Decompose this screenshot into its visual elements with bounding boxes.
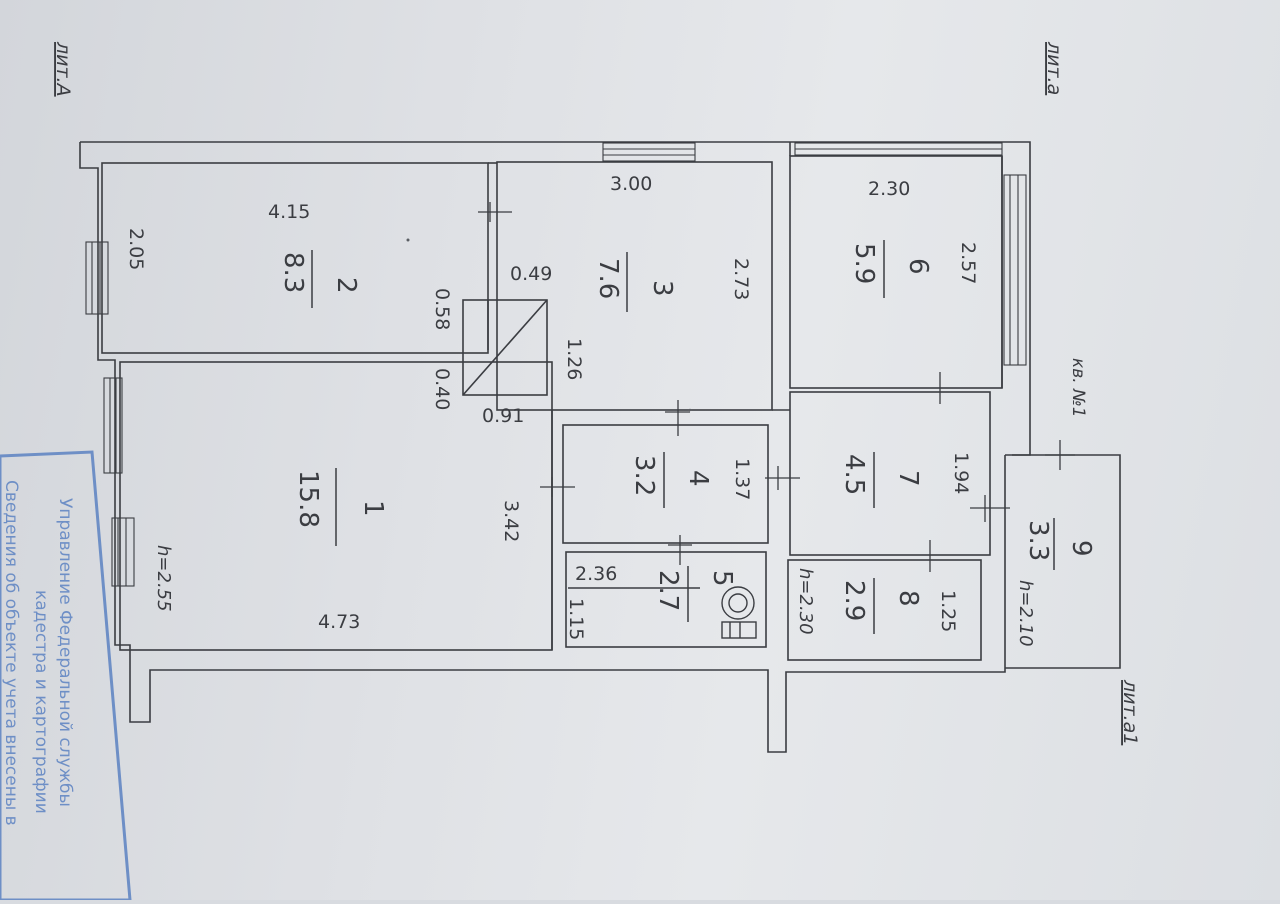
- dim-r6-width: 2.57: [957, 242, 979, 284]
- dim-closet-a: 0.49: [510, 263, 552, 285]
- height-room-8: h=2.30: [795, 568, 816, 635]
- room-7-area: 4.5: [839, 454, 869, 495]
- dim-closet-c: 0.40: [431, 368, 453, 410]
- room-2-number: 2: [331, 277, 361, 294]
- room-8-number: 8: [893, 590, 923, 607]
- registry-stamp: Управление Федеральной службы кадестра и…: [0, 450, 132, 902]
- dim-r1-width: 3.42: [500, 500, 522, 542]
- dim-r3-inner: 1.26: [563, 338, 585, 380]
- room-6-number: 6: [903, 258, 933, 275]
- stamp-line-2: кадестра и картографии: [31, 590, 51, 814]
- closet: [462, 299, 548, 396]
- dim-closet-d: 0.91: [482, 405, 524, 427]
- dim-r2-width: 2.05: [125, 228, 147, 270]
- dim-r6-length: 2.30: [868, 178, 910, 200]
- dim-r8-width: 1.25: [937, 590, 959, 632]
- windows: [85, 142, 1027, 587]
- room-4-area: 3.2: [629, 455, 659, 496]
- dim-r5-width: 1.15: [565, 598, 587, 640]
- scan-specks: [406, 238, 692, 412]
- room-9-number: 9: [1066, 540, 1096, 557]
- room-4-number: 4: [683, 470, 713, 487]
- label-lit-a: лит.а: [1043, 41, 1065, 95]
- door-marks: [478, 202, 1075, 572]
- room-6-area: 5.9: [849, 243, 879, 284]
- room-7-number: 7: [893, 470, 923, 487]
- height-main: h=2.55: [153, 545, 174, 612]
- room-3-area: 7.6: [593, 258, 623, 299]
- room-labels: 2 8.3 3 7.6 1 15.8 4 3.2 5 2.7 6 5.9 7 4…: [278, 240, 1096, 634]
- label-apartment: кв. №1: [1068, 358, 1088, 418]
- room-3-number: 3: [647, 280, 677, 297]
- room-5-area: 2.7: [653, 570, 683, 611]
- dim-r3-length: 3.00: [610, 173, 652, 195]
- label-lit-a1: лит.а1: [1119, 679, 1141, 745]
- dim-r2-length: 4.15: [268, 201, 310, 223]
- dim-r1-length: 4.73: [318, 611, 360, 633]
- stamp-line-3: Сведения об объекте учета внесены в: [1, 480, 21, 826]
- room-8-area: 2.9: [839, 580, 869, 621]
- height-room-9: h=2.10: [1015, 580, 1036, 647]
- room-2-area: 8.3: [278, 252, 308, 293]
- room-9-area: 3.3: [1023, 520, 1053, 561]
- dim-closet-b: 0.58: [431, 288, 453, 330]
- stamp-line-1: Управление Федеральной службы: [55, 498, 75, 807]
- walls: [79, 141, 1121, 753]
- dim-r7-width: 1.94: [950, 452, 972, 494]
- room-1-number: 1: [358, 500, 388, 517]
- room-5-number: 5: [707, 570, 737, 587]
- height-labels: h=2.55 h=2.30 h=2.10: [153, 545, 1036, 647]
- dim-r3-width: 2.73: [730, 258, 752, 300]
- dim-r5-length: 2.36: [575, 563, 617, 585]
- label-lit-A: лит.А: [52, 41, 74, 97]
- dimension-labels: 4.15 2.05 3.00 2.73 2.30 2.57 0.49 0.58 …: [125, 173, 979, 640]
- dim-r4-width: 1.37: [731, 458, 753, 500]
- labels: лит.А лит.а лит.а1 кв. №1: [52, 41, 1141, 745]
- toilet-icon: [568, 586, 757, 639]
- room-1-area: 15.8: [293, 470, 323, 528]
